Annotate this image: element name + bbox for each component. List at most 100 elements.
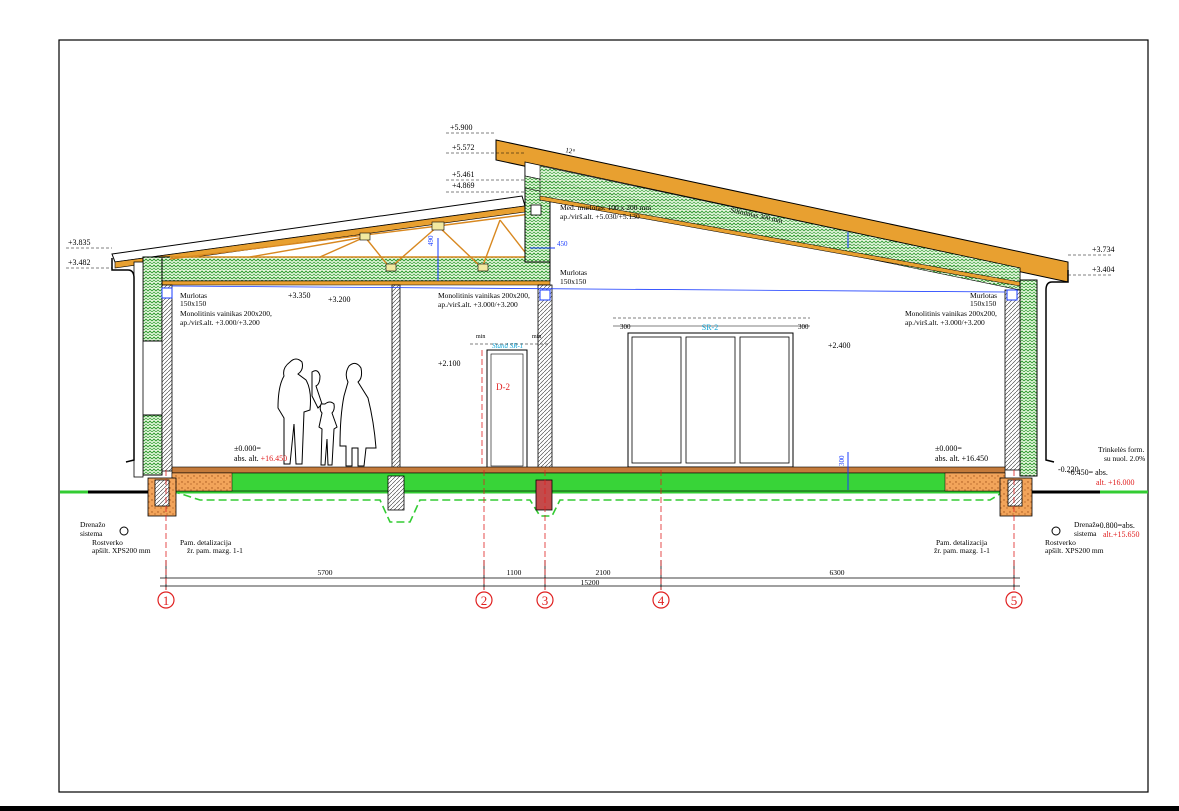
dim-450: 450 [557,240,568,248]
mid-murlotas [539,289,551,301]
window-sr2 [627,332,794,468]
level-5900: +5.900 [450,123,473,132]
note-vainikas-left: Monolitinis vainikas 200x200, [180,309,272,318]
top-wall-plate [530,204,542,216]
axis-bubble-4 [652,591,670,609]
note-drenazo-right: Drenažo [1074,520,1100,529]
dim-15200: 15200 [581,578,600,587]
note-med-murlotas-alt: ap./virš.alt. +5.030/+5.130 [560,212,640,221]
dim-300: 300 [838,455,846,466]
watermark: domoplius.lt [6,2,154,27]
note-rostverko-right: Rostverko [1045,538,1076,547]
axis-label-1: 1 [163,593,170,608]
annotation-notes: Med. murlotas. 100 x 200 mm ap./virš.alt… [80,203,1145,555]
border-frame [58,39,1149,793]
note-vainikas-right: Monolitinis vainikas 200x200, [905,309,997,318]
dim-6300: 6300 [830,568,845,577]
foundation-mid-1 [387,475,405,511]
note-vainikas-mid: Monolitinis vainikas 200x200, [438,291,530,300]
axis-bubble-5 [1005,591,1023,609]
level-0800-abs: alt.+15.650 [1103,530,1140,539]
note-rostverko-left: Rostverko [92,538,123,547]
level-3350: +3.350 [288,291,311,300]
note-vainikas-left-alt: ap./virš.alt. +3.000/+3.200 [180,318,260,327]
level-marks: +5.900 +5.572 +5.461 +4.869 +3.835 +3.48… [66,123,1140,539]
foundation-mid-2 [535,479,553,511]
note-sistema-right: sistema [1074,529,1097,538]
window-dim-left: 300 [620,323,631,331]
note-murlotas-mid-size: 150x150 [560,277,587,286]
note-med-murlotas: Med. murlotas. 100 x 200 mm [560,203,651,212]
note-sistema-left: sistema [80,529,103,538]
window-label: SR-2 [702,323,718,332]
note-pam-left: Pam. detalizacija [180,538,232,547]
axis-label-2: 2 [481,593,488,608]
note-trinkeles-slope: su nuol. 2.0% [1104,454,1145,463]
min-left: min [476,334,485,340]
note-pam-right-ref: žr. pam. mazg. 1-1 [934,546,990,555]
door-d2 [486,349,528,469]
abs-left: abs. alt. [234,454,261,463]
drain-left [119,526,129,536]
truss-plates [359,221,489,272]
left-wall-masonry [161,284,173,472]
window-dim-right: 300 [798,323,809,331]
note-murlotas-left-size: 150x150 [180,299,207,308]
ceiling-insulation [161,256,551,282]
level-5461: +5.461 [452,170,475,179]
door-label: D-2 [496,382,510,392]
note-murlotas-mid: Murlotas [560,268,587,277]
svg-text:abs. alt. +16.450: abs. alt. +16.450 [234,454,287,463]
note-xps-left: apšilt. XPS200 mm [92,546,151,555]
note-drenazo-left: Drenažo [80,520,106,529]
left-downpipe [111,258,135,463]
level-0800: -0.800=abs. [1097,521,1135,530]
level-3200: +3.200 [328,295,351,304]
note-vainikas-mid-alt: ap./virš.alt. +3.000/+3.200 [438,300,518,309]
note-xps-right: apšilt. XPS200 mm [1045,546,1104,555]
floor-insulation [171,472,1006,492]
stand-label: Stand SR-1 [492,342,523,350]
note-pam-left-ref: žr. pam. mazg. 1-1 [187,546,243,555]
dimension-values: 5700 1100 2100 6300 15200 [318,568,845,587]
axis-label-3: 3 [542,593,549,608]
level-0450: -0.450= abs. [1068,468,1108,477]
dim-1100: 1100 [507,568,522,577]
interior-wall-1 [391,284,401,472]
floor-finish [171,466,1006,474]
zero-right: ±0.000= [935,444,962,453]
roof-slope: 12° [565,146,576,156]
left-wall-cladding [133,261,144,478]
axis-bubble-2 [475,591,493,609]
roof-truss [169,213,531,269]
left-wall-upper-insulation [142,256,163,342]
right-wall-insulation [1019,279,1038,477]
axis-lines [165,470,1015,590]
level-5572: +5.572 [452,143,475,152]
drain-right [1051,526,1061,536]
left-murlotas [161,287,173,299]
right-wall-masonry [1004,289,1021,471]
abs-right: abs. alt. +16.450 [935,454,988,463]
level-0450-abs: alt. +16.000 [1096,478,1135,487]
level-3734: +3.734 [1092,245,1115,254]
dim-2100: 2100 [596,568,611,577]
axis-bubble-3 [536,591,554,609]
dim-490: 490 [427,235,435,246]
axis-label-4: 4 [658,593,665,608]
interior-wall-2 [537,284,553,472]
note-pam-right: Pam. detalizacija [936,538,988,547]
level-2400: +2.400 [828,341,851,350]
note-murlotas-right: Murlotas [970,291,997,300]
right-murlotas [1006,289,1018,301]
dim-5700: 5700 [318,568,333,577]
axis-bubble-1 [157,591,175,609]
level-3482: +3.482 [68,258,91,267]
ground-slab-outline [171,490,1006,523]
note-trinkeles: Trinkelės form. [1098,445,1145,454]
note-vainikas-right-alt: ap./virš.alt. +3.000/+3.200 [905,318,985,327]
